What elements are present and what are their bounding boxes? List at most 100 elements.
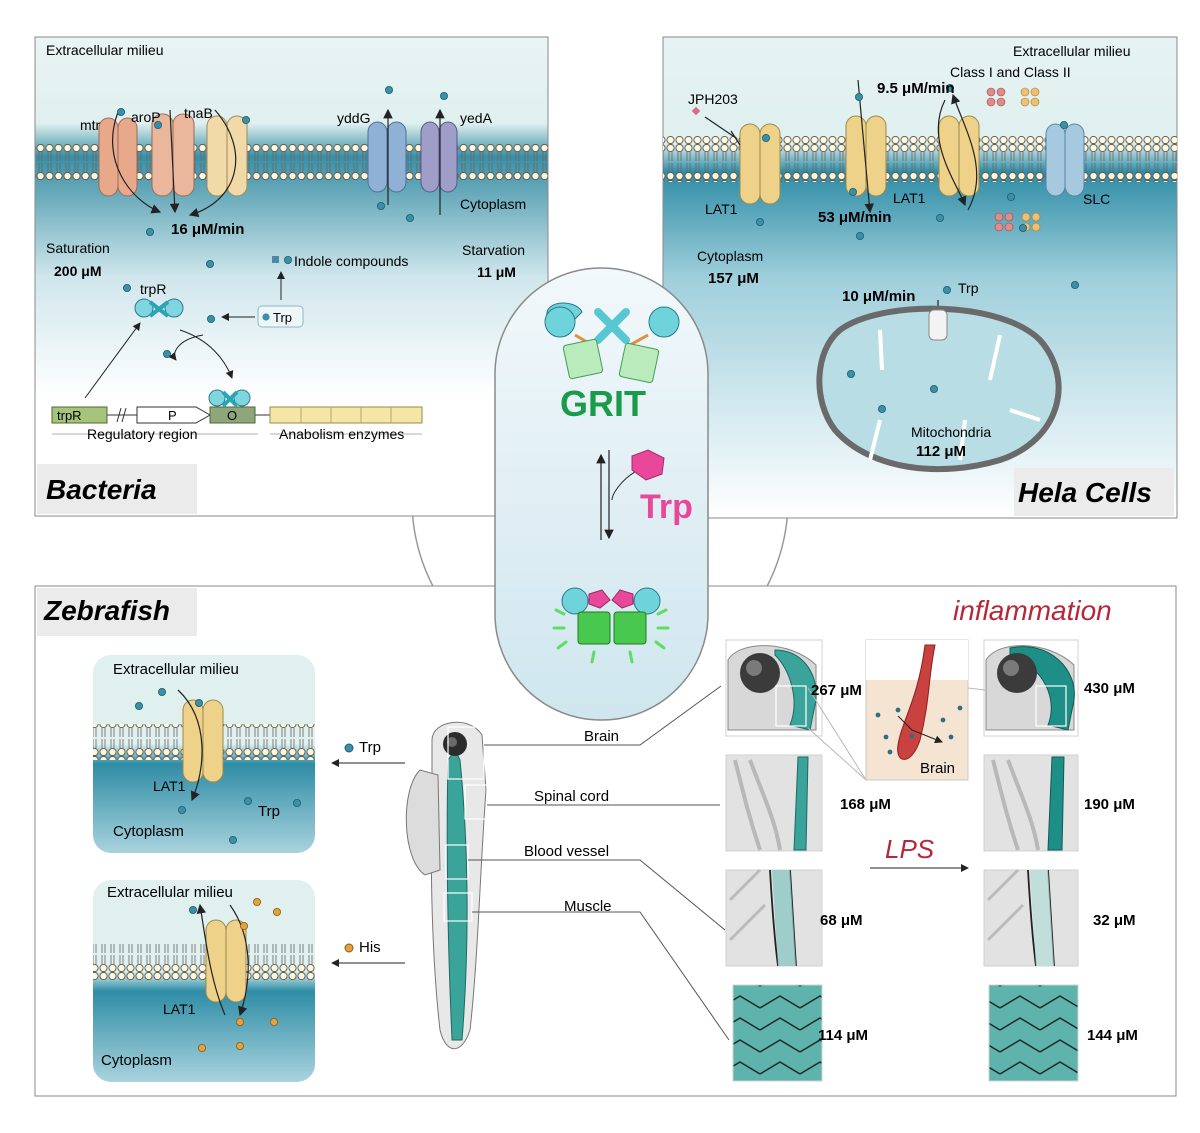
aroP-transporter-icon — [151, 113, 195, 197]
mtr-label: mtr — [80, 117, 101, 133]
hela-title-box — [1014, 468, 1174, 516]
bacteria-title-box — [37, 464, 197, 514]
mtr-transporter-icon — [98, 117, 138, 197]
blood-vessel-control-value: 68 μM — [820, 912, 863, 929]
mito-rate: 10 μM/min — [842, 288, 915, 305]
brain-control-tile — [725, 639, 823, 737]
blood-vessel-control-tile — [725, 868, 823, 967]
zf-his-lat1: LAT1 — [163, 1001, 196, 1017]
lat1-left-label: LAT1 — [705, 201, 738, 217]
trp-ligand-icon — [631, 449, 665, 481]
zebrafish-his-uptake-panel — [93, 880, 315, 1082]
tnaB-transporter-icon — [206, 115, 248, 197]
zf-trp-extracellular: Extracellular milieu — [113, 661, 239, 678]
spinal-cord-control-tile — [725, 754, 823, 852]
gene-trpR-label: trpR — [57, 408, 82, 423]
zebrafish-trp-uptake-panel — [93, 655, 315, 853]
lat1-transporter-left-icon — [739, 123, 781, 205]
zf-his-cytoplasm: Cytoplasm — [101, 1052, 172, 1069]
zf-trp-cytoplasm: Cytoplasm — [113, 823, 184, 840]
trp-molecule-dots — [117, 86, 448, 358]
mito-value: 112 μM — [916, 443, 966, 460]
spinal-cord-control-value: 168 μM — [840, 796, 891, 813]
hela-title: Hela Cells — [1018, 477, 1152, 508]
brain-inflamed-value: 430 μM — [1084, 680, 1135, 697]
tnaB-label: tnaB — [184, 105, 213, 121]
saturation-value: 200 μM — [54, 263, 101, 279]
gene-O-label: O — [227, 408, 237, 423]
muscle-inflamed-tile — [988, 984, 1079, 1082]
hela-cytoplasm-value: 157 μM — [708, 270, 759, 287]
brain-control-value: 267 μM — [811, 682, 862, 699]
hela-extracellular-label: Extracellular milieu — [1013, 43, 1130, 59]
slc-transporter-icon — [1045, 123, 1085, 197]
grit-sensor-capsule: GRIT Trp — [494, 267, 709, 721]
mito-trp-label: Trp — [958, 280, 979, 296]
trp-box-label: Trp — [273, 310, 292, 325]
class-label: Class I and Class II — [950, 64, 1071, 80]
hela-panel: Extracellular milieu Class I and Class I… — [662, 36, 1178, 519]
inset-brain-label: Brain — [920, 760, 955, 777]
lat1-transporter-mid-icon — [845, 115, 887, 197]
bacteria-cytoplasm-label: Cytoplasm — [460, 196, 526, 212]
tissue-muscle-label: Muscle — [564, 898, 612, 915]
bacteria-title: Bacteria — [46, 474, 157, 505]
zebrafish-larva-illustration — [405, 721, 488, 1050]
zebrafish-title-box — [37, 588, 197, 636]
mitochondria-icon — [816, 305, 1062, 473]
bacteria-panel: Extracellular milieu mtr aroP tnaB yddG … — [34, 36, 549, 517]
regulatory-region-label: Regulatory region — [87, 426, 198, 442]
tissue-brain-label: Brain — [584, 728, 619, 745]
trp-ligand-label: Trp — [640, 488, 693, 526]
aroP-label: aroP — [131, 109, 161, 125]
zf-trp-lat1: LAT1 — [153, 778, 186, 794]
starvation-label: Starvation — [462, 242, 525, 258]
lat1-transporter-right-icon — [938, 115, 980, 197]
slc-label: SLC — [1083, 191, 1110, 207]
saturation-label: Saturation — [46, 240, 110, 256]
zf-his-extracellular: Extracellular milieu — [107, 884, 233, 901]
zf-trp-arrow-label: Trp — [359, 739, 381, 756]
anabolism-enzymes-label: Anabolism enzymes — [279, 426, 404, 442]
spinal-cord-inflamed-tile — [983, 754, 1079, 852]
bacteria-extracellular-label: Extracellular milieu — [46, 42, 163, 58]
inflammation-label: inflammation — [953, 595, 1112, 626]
brain-inflamed-tile — [983, 639, 1079, 737]
hela-trp-dots — [756, 84, 1080, 413]
muscle-control-tile — [732, 984, 823, 1082]
lps-label: LPS — [885, 834, 935, 864]
yedA-transporter-icon — [420, 121, 458, 193]
yedA-label: yedA — [460, 110, 493, 126]
zf-his-arrow-label: His — [359, 939, 381, 956]
blood-vessel-inflamed-value: 32 μM — [1093, 912, 1136, 929]
hela-cytoplasm-label: Cytoplasm — [697, 248, 763, 264]
tissue-blood-vessel-label: Blood vessel — [524, 843, 609, 860]
yddG-transporter-icon — [367, 121, 407, 193]
zebrafish-panel: Zebrafish inflammation Extracellular mil… — [34, 585, 1177, 1097]
grit-bound-state-icon — [552, 587, 670, 664]
blood-vessel-inflamed-tile — [983, 868, 1079, 967]
yddG-label: yddG — [337, 110, 370, 126]
zf-trp-trp: Trp — [258, 803, 280, 820]
grit-apo-state-icon — [544, 302, 680, 384]
muscle-control-value: 114 μM — [818, 1027, 868, 1044]
hela-rate-in: 9.5 μM/min — [877, 80, 955, 97]
hela-rate-out: 53 μM/min — [818, 209, 891, 226]
trp-operon-diagram — [51, 389, 423, 435]
indole-compounds-label: Indole compounds — [294, 253, 408, 269]
gene-P-label: P — [168, 408, 177, 423]
lat1-mid-label: LAT1 — [893, 190, 926, 206]
trpR-label: trpR — [140, 281, 166, 297]
mito-label: Mitochondria — [911, 424, 991, 440]
indole-square-icon — [272, 256, 279, 263]
brain-vessel-inset — [807, 639, 986, 781]
trp-box — [257, 305, 304, 328]
trpR-repressor-icon — [134, 298, 184, 318]
tissue-spinal-cord-label: Spinal cord — [534, 788, 609, 805]
class-I-II-amino-acid-clusters — [986, 87, 1041, 232]
grit-label: GRIT — [560, 383, 646, 424]
zebrafish-title: Zebrafish — [43, 595, 170, 626]
jph203-label: JPH203 — [688, 91, 738, 107]
starvation-value: 11 μM — [477, 264, 516, 280]
